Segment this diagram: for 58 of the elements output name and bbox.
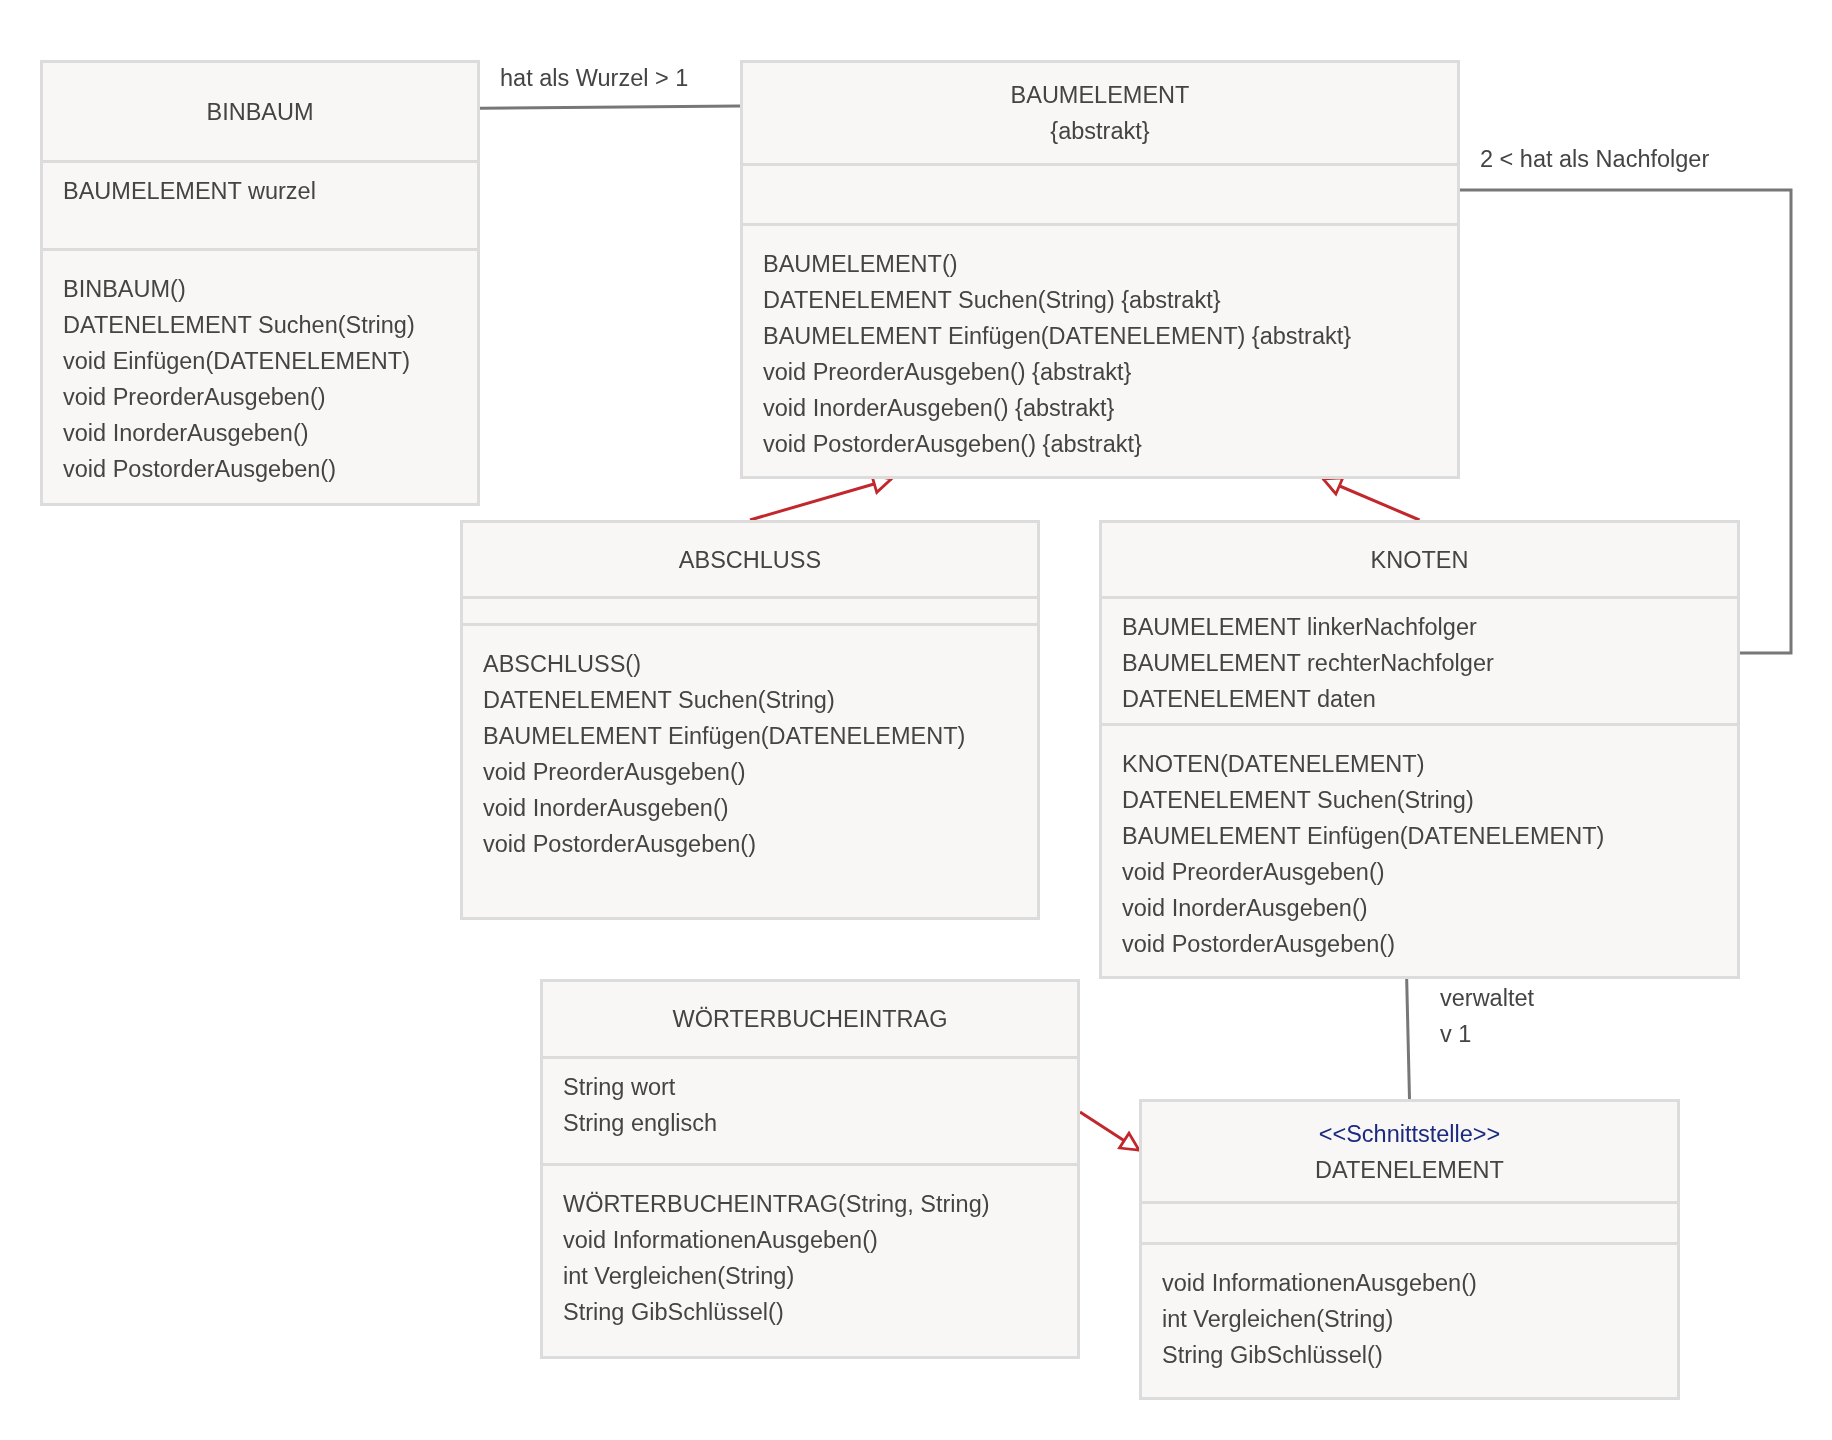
method-text: DATENELEMENT Suchen(String) {abstrakt}	[763, 286, 1222, 315]
class-name: KNOTEN	[1370, 545, 1469, 575]
method-text: void InorderAusgeben()	[483, 794, 730, 823]
attribute-text: DATENELEMENT daten	[1122, 685, 1377, 714]
method-text: DATENELEMENT Suchen(String)	[483, 686, 836, 715]
association-line	[480, 104, 740, 110]
class-name: BAUMELEMENT	[1010, 81, 1190, 110]
edge-label: hat als Wurzel > 1	[500, 64, 689, 93]
method-text: int Vergleichen(String)	[563, 1262, 796, 1291]
method-text: String GibSchlüssel()	[1162, 1341, 1384, 1370]
attribute-text: String englisch	[563, 1109, 719, 1138]
method-text: void PostorderAusgeben() {abstrakt}	[763, 430, 1143, 459]
method-text: DATENELEMENT Suchen(String)	[63, 311, 416, 340]
class-box	[460, 520, 1040, 920]
attribute-text: BAUMELEMENT rechterNachfolger	[1122, 649, 1495, 678]
method-text: void PreorderAusgeben() {abstrakt}	[763, 358, 1133, 387]
method-text: WÖRTERBUCHEINTRAG(String, String)	[563, 1190, 991, 1219]
method-text: void PostorderAusgeben()	[63, 455, 337, 484]
class-box	[40, 60, 480, 506]
method-text: void PostorderAusgeben()	[1122, 930, 1396, 959]
method-text: void InformationenAusgeben()	[1162, 1269, 1478, 1298]
method-text: KNOTEN(DATENELEMENT)	[1122, 750, 1426, 779]
class-name: DATENELEMENT	[1315, 1155, 1504, 1185]
method-text: int Vergleichen(String)	[1162, 1305, 1395, 1334]
method-text: BAUMELEMENT Einfügen(DATENELEMENT)	[483, 722, 967, 751]
association-line	[1405, 978, 1411, 1100]
method-text: void PreorderAusgeben()	[63, 383, 327, 412]
method-text: ABSCHLUSS()	[483, 650, 642, 679]
edge-label: 2 < hat als Nachfolger	[1480, 145, 1710, 174]
method-text: BAUMELEMENT Einfügen(DATENELEMENT) {abstrakt}	[763, 322, 1353, 351]
class-name: BINBAUM	[206, 97, 314, 127]
method-text: String GibSchlüssel()	[563, 1298, 785, 1327]
class-box	[540, 979, 1080, 1359]
inheritance-arrow	[1079, 1110, 1141, 1152]
method-text: void InorderAusgeben() {abstrakt}	[763, 394, 1116, 423]
method-text: BINBAUM()	[63, 275, 187, 304]
edge-label: verwaltet v 1	[1440, 984, 1535, 1049]
method-text: void InorderAusgeben()	[63, 419, 310, 448]
abstract-tag: {abstrakt}	[1050, 113, 1150, 149]
class-name: WÖRTERBUCHEINTRAG	[672, 1005, 948, 1034]
class-box	[1099, 520, 1740, 979]
association-line	[1460, 188, 1793, 655]
method-text: void Einfügen(DATENELEMENT)	[63, 347, 411, 376]
method-text: void InformationenAusgeben()	[563, 1226, 879, 1255]
class-name: ABSCHLUSS	[678, 545, 822, 575]
method-text: void PreorderAusgeben()	[483, 758, 747, 787]
attribute-text: BAUMELEMENT wurzel	[63, 177, 317, 206]
class-box	[1139, 1099, 1680, 1400]
class-box	[740, 60, 1460, 479]
method-text: void PreorderAusgeben()	[1122, 858, 1386, 887]
attribute-text: String wort	[563, 1073, 677, 1102]
attribute-text: BAUMELEMENT linkerNachfolger	[1122, 613, 1478, 642]
method-text: void InorderAusgeben()	[1122, 894, 1369, 923]
method-text: void PostorderAusgeben()	[483, 830, 757, 859]
stereotype: <<Schnittstelle>>	[1318, 1119, 1501, 1149]
method-text: BAUMELEMENT Einfügen(DATENELEMENT)	[1122, 822, 1606, 851]
method-text: BAUMELEMENT()	[763, 250, 959, 279]
method-text: DATENELEMENT Suchen(String)	[1122, 786, 1475, 815]
